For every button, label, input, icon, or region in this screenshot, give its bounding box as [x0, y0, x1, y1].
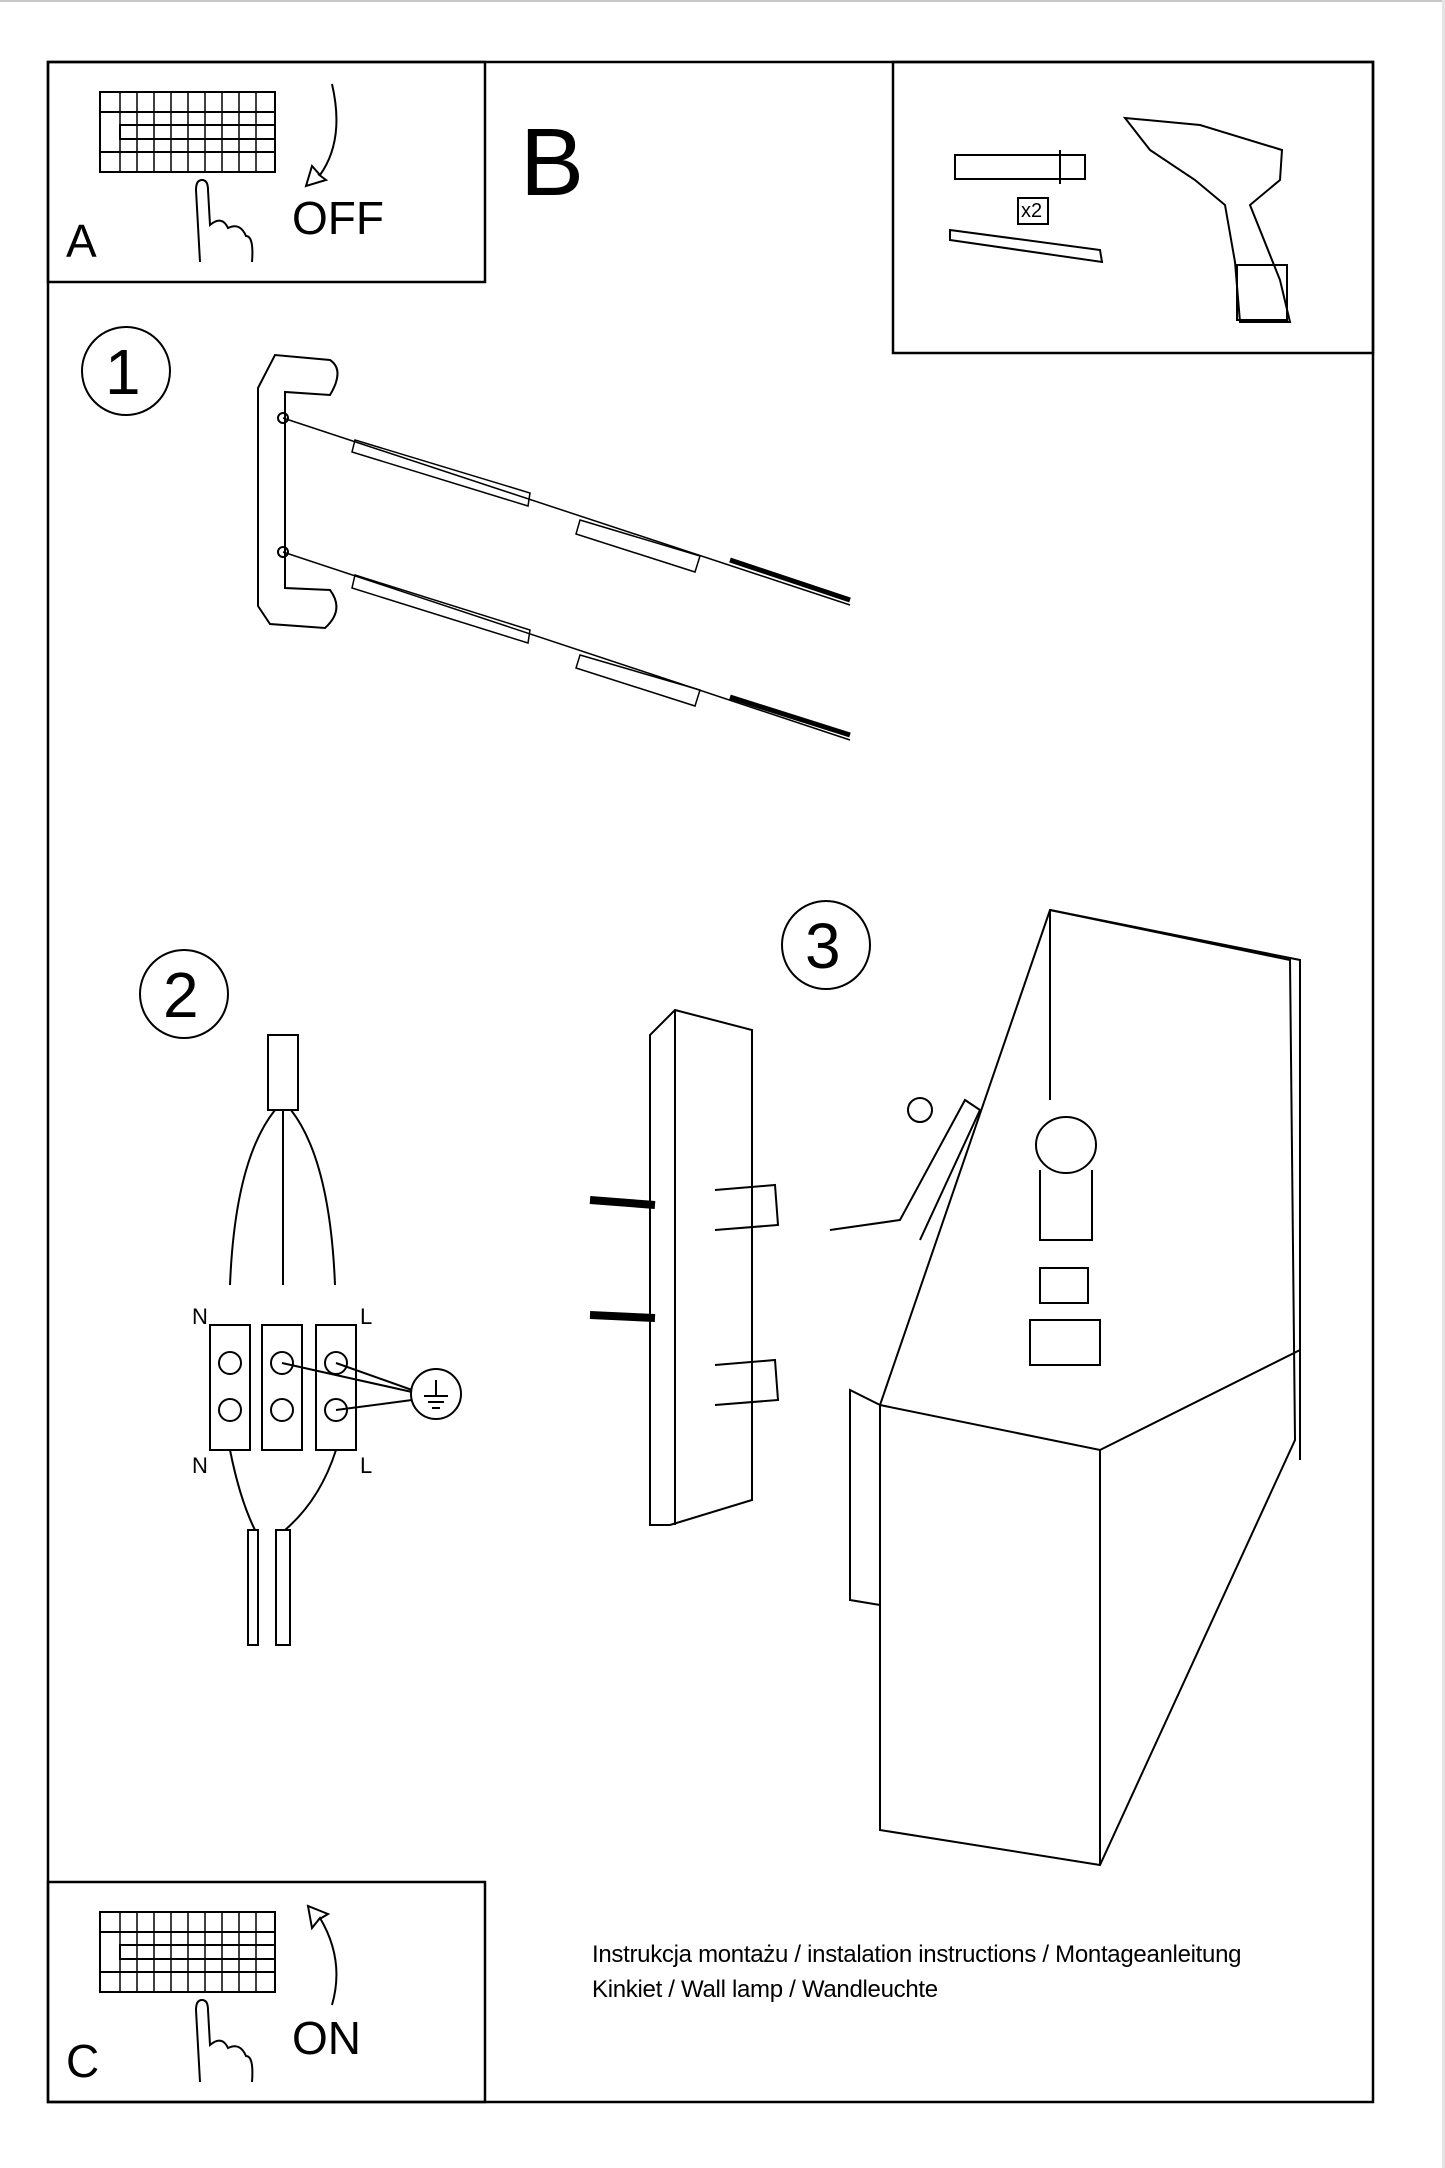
wiring-diagram [209, 1034, 462, 1646]
mounting-bracket-icon [257, 353, 339, 630]
live-top-label: L [360, 1304, 373, 1329]
panel-a-action: OFF [292, 192, 384, 244]
step-2-label: 2 [163, 959, 199, 1031]
bulb-icon [1035, 1116, 1097, 1174]
wall-panel-icon [589, 1008, 780, 1526]
panel-c-action: ON [292, 2012, 361, 2064]
breaker-panel-icon [99, 1911, 276, 1993]
hand-icon [194, 178, 254, 263]
breaker-panel-icon [99, 91, 276, 173]
screw-icon [949, 228, 1104, 264]
wall-plug-icon [954, 150, 1086, 184]
step-1-label: 1 [105, 336, 141, 408]
arrow-up-icon [306, 1904, 338, 2006]
caption-line-2: Kinkiet / Wall lamp / Wandleuchte [592, 1976, 938, 2003]
wall-lamp-icon [829, 908, 1301, 1867]
panel-b-letter: B [520, 109, 585, 216]
panel-c-frame [46, 1880, 487, 2104]
step-1-circle [81, 326, 171, 416]
quantity-label: x2 [1021, 200, 1043, 222]
step-3-label: 3 [805, 910, 841, 982]
live-bottom-label: L [360, 1453, 373, 1478]
drill-icon [1122, 116, 1292, 323]
panel-c-letter: C [66, 2035, 100, 2087]
step-3-circle [781, 900, 871, 990]
ground-symbol-icon [410, 1368, 462, 1420]
top-edge [0, 0, 1445, 2]
step-2-circle [139, 949, 229, 1039]
hand-icon [194, 1998, 254, 2083]
outer-frame [46, 60, 1375, 2104]
panel-a-letter: A [66, 215, 97, 267]
neutral-bottom-label: N [192, 1453, 208, 1478]
panel-tools-frame [891, 60, 1375, 355]
screw-anchor-assembly [282, 417, 851, 741]
neutral-top-label: N [192, 1304, 208, 1329]
panel-a-frame [46, 60, 487, 284]
quantity-box [1017, 197, 1049, 225]
arrow-down-icon [304, 83, 338, 188]
caption-line-1: Instrukcja montażu / instalation instruc… [592, 1941, 1242, 1968]
right-edge [1442, 0, 1445, 2168]
